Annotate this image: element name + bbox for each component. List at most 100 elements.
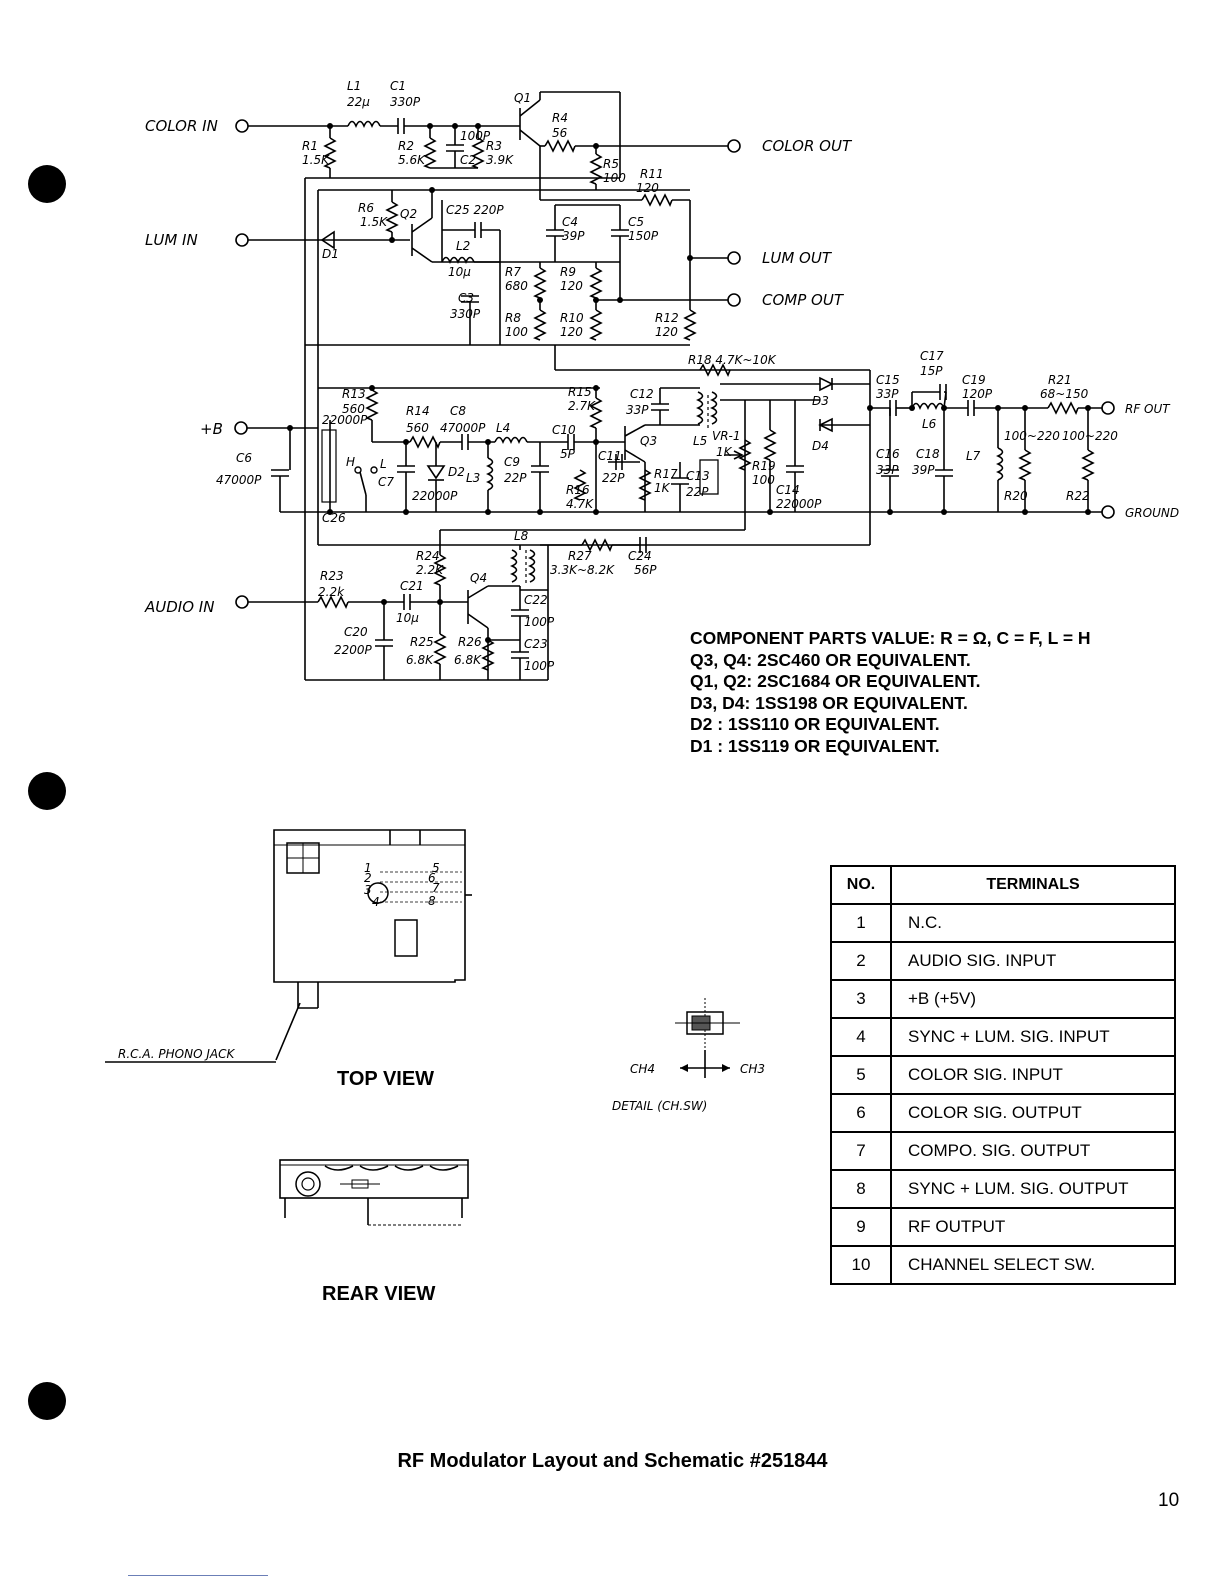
label-c12: C12: [630, 387, 654, 401]
label-c9: C9: [504, 455, 520, 469]
label-r7: R7: [505, 265, 521, 279]
label-c22: C22: [524, 593, 548, 607]
color-out-label: COLOR OUT: [762, 137, 853, 155]
label-l1-val: 22μ: [347, 95, 370, 109]
label-r24: R24: [416, 549, 440, 563]
parts-note-d1: D1 : 1SS119 OR EQUIVALENT.: [690, 735, 940, 756]
label-r4-val: 56: [552, 126, 568, 140]
terminal-name: +B (+5V): [890, 979, 1176, 1019]
label-r22: R22: [1066, 489, 1090, 503]
label-c19-val: 120P: [962, 387, 993, 401]
label-c7-val: 22000P: [412, 489, 458, 503]
label-c21: C21: [400, 579, 424, 593]
label-c23-val: 100P: [524, 659, 555, 673]
label-c14: C14: [776, 483, 800, 497]
label-r19-val: 100: [752, 473, 775, 487]
label-r26: R26: [458, 635, 482, 649]
pin-6: 6: [428, 871, 436, 885]
label-l3: L3: [466, 471, 480, 485]
label-r11: R11: [640, 167, 664, 181]
label-c8: C8: [450, 404, 466, 418]
parts-note-units: COMPONENT PARTS VALUE: R = Ω, C = F, L =…: [690, 628, 1091, 648]
detail-ch-sw-label: DETAIL (CH.SW): [612, 1099, 707, 1113]
figure-caption: RF Modulator Layout and Schematic #25184…: [397, 1450, 828, 1472]
label-r17-val: 1K: [654, 481, 671, 495]
ground-label: GROUND: [1125, 506, 1179, 520]
pin-4: 4: [372, 895, 380, 909]
punch-hole-top: [28, 165, 66, 203]
lum-in-label: LUM IN: [145, 231, 198, 249]
audio-in-label: AUDIO IN: [144, 598, 214, 616]
parts-note-q3-q4: Q3, Q4: 2SC460 OR EQUIVALENT.: [690, 649, 971, 670]
terminals-header-row: NO. TERMINALS: [830, 865, 1176, 905]
label-c16: C16: [876, 447, 900, 461]
terminal-no: 8: [830, 1169, 892, 1209]
terminal-name: COLOR SIG. INPUT: [890, 1055, 1176, 1095]
label-c24: C24: [628, 549, 652, 563]
label-r25-val: 6.8K: [406, 653, 434, 667]
parts-note-d3-d4: D3, D4: 1SS198 OR EQUIVALENT.: [690, 692, 968, 713]
label-r12-val: 120: [655, 325, 678, 339]
label-c13-val: 22P: [686, 485, 709, 499]
terminal-name: AUDIO SIG. INPUT: [890, 941, 1176, 981]
label-r1-val: 1.5K: [302, 153, 330, 167]
label-q2: Q2: [400, 207, 417, 221]
label-r2-val: 5.6K: [398, 153, 426, 167]
label-switch-l: L: [380, 457, 387, 471]
label-r20-val: 100~220: [1004, 429, 1060, 443]
label-c24-val: 56P: [634, 563, 657, 577]
label-l2-val: 10μ: [448, 265, 471, 279]
label-l4: L4: [496, 421, 510, 435]
label-c13: C13: [686, 469, 710, 483]
label-r21: R21: [1048, 373, 1072, 387]
rear-view-drawing: [279, 1159, 469, 1226]
label-c3: C3: [458, 291, 474, 305]
label-c1: C1: [390, 79, 406, 93]
label-c18: C18: [916, 447, 940, 461]
label-r25: R25: [410, 635, 434, 649]
label-r15-val: 2.7K: [568, 399, 596, 413]
top-view-drawing: [105, 829, 472, 1063]
label-r5-val: 100: [603, 171, 626, 185]
pin-5: 5: [432, 861, 440, 875]
terminal-name: SYNC + LUM. SIG. INPUT: [890, 1017, 1176, 1057]
label-c10: C10: [552, 423, 576, 437]
label-c11: C11: [598, 449, 622, 463]
label-r15: R15: [568, 385, 592, 399]
label-c5: C5: [628, 215, 644, 229]
label-r20: R20: [1004, 489, 1028, 503]
pin-8: 8: [428, 894, 436, 908]
terminal-no: 9: [830, 1207, 892, 1247]
label-r21-val: 68~150: [1040, 387, 1089, 401]
parts-note-q1-q2: Q1, Q2: 2SC1684 OR EQUIVALENT.: [690, 671, 981, 692]
label-l5: L5: [693, 434, 707, 448]
label-c4-val: 39P: [562, 229, 585, 243]
label-r10-val: 120: [560, 325, 583, 339]
label-r13-val: 560: [342, 402, 365, 416]
pin-7: 7: [432, 881, 440, 895]
label-l2: L2: [456, 239, 470, 253]
label-r17: R17: [654, 467, 678, 481]
label-r8: R8: [505, 311, 521, 325]
label-c16-val: 33P: [876, 463, 899, 477]
label-c2: C2: [460, 153, 476, 167]
comp-out-label: COMP OUT: [762, 291, 845, 309]
label-r6-val: 1.5K: [360, 215, 388, 229]
label-q4: Q4: [470, 571, 487, 585]
label-c15-val: 33P: [876, 387, 899, 401]
terminal-name: SYNC + LUM. SIG. OUTPUT: [890, 1169, 1176, 1209]
label-r11-val: 120: [636, 181, 659, 195]
label-r6: R6: [358, 201, 374, 215]
label-vr1-val: 1K: [716, 445, 733, 459]
top-view-label: TOP VIEW: [337, 1068, 435, 1090]
label-switch-h: H: [346, 455, 355, 469]
label-r7-val: 680: [505, 279, 528, 293]
label-c21-val: 10μ: [396, 611, 419, 625]
label-c7: C7: [378, 475, 394, 489]
label-c26: C26: [322, 511, 346, 525]
color-in-label: COLOR IN: [145, 117, 218, 135]
